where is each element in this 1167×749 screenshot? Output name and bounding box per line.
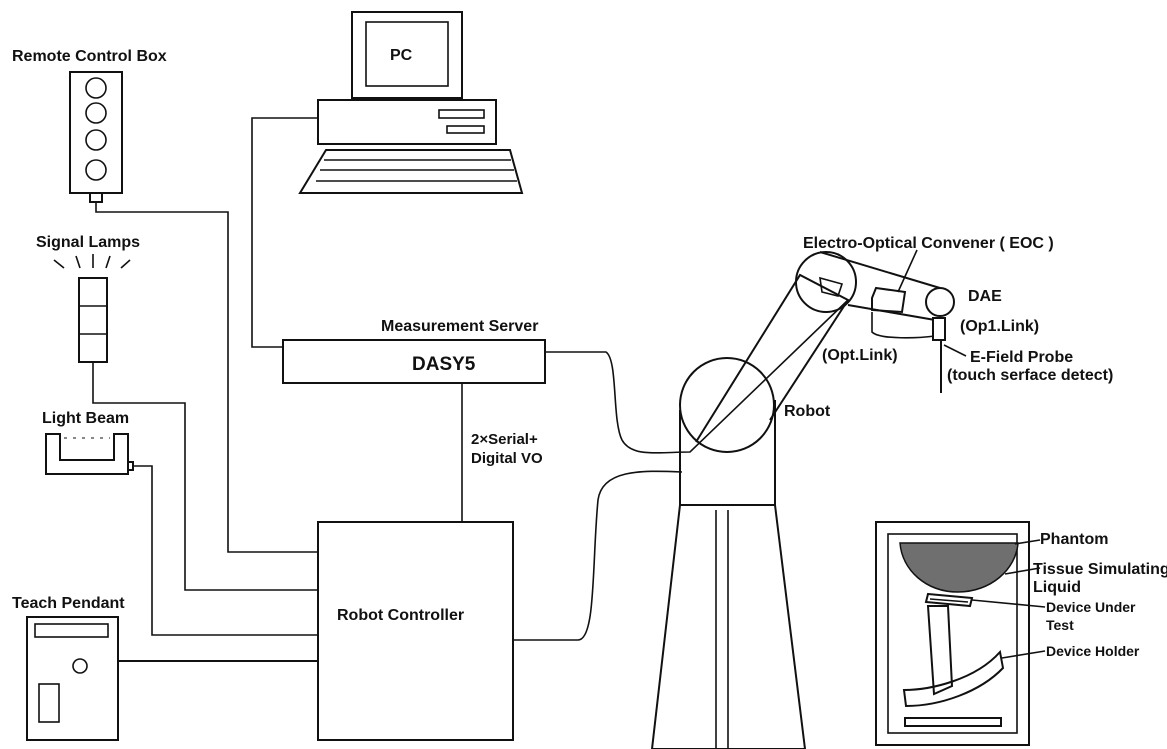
pc-monitor: [351, 11, 463, 99]
wire-controller-to-robot: [513, 470, 683, 641]
remote-button-4: [85, 159, 107, 181]
pc: PC: [298, 11, 524, 194]
light-beam-label: Light Beam: [42, 410, 129, 427]
device-holder-cradle: [902, 649, 1005, 708]
lamp-ray-4: [105, 255, 111, 269]
robot-elbow-joint: [795, 251, 857, 313]
phantom-label: Phantom: [1040, 531, 1108, 548]
pc-drive-1: [438, 109, 485, 119]
light-beam: Light Beam: [42, 410, 134, 475]
connection-wires: [92, 117, 849, 662]
phantom-frame-inner: [887, 533, 1018, 734]
robot-shoulder-joint: [679, 357, 775, 453]
dae-wrist-joint: [925, 287, 955, 317]
remote-button-1: [85, 77, 107, 99]
wire-server-to-robot: [545, 299, 849, 454]
pc-keyboard: [298, 149, 524, 194]
measurement-server-label: Measurement Server: [381, 318, 538, 335]
remote-connector: [89, 192, 103, 203]
phantom-shell: [899, 542, 1019, 593]
lamp-ray-5: [120, 259, 131, 269]
tissue-leader: [1004, 567, 1041, 575]
signal-lamps: Signal Lamps: [36, 234, 140, 363]
holder-base: [904, 717, 1002, 727]
signal-lamps-label: Signal Lamps: [36, 234, 140, 251]
light-beam-connector: [127, 461, 134, 471]
efield-label-line2: (touch serface detect): [947, 367, 1113, 384]
serial-label-line1: 2×Serial+: [471, 431, 538, 448]
robot-controller-label: Robot Controller: [337, 607, 464, 624]
phantom-leader: [1014, 539, 1041, 545]
holder-leader: [1001, 650, 1046, 659]
pendant-key: [38, 683, 60, 723]
robot-upper-arm: [695, 273, 850, 443]
wire-beam-to-controller: [132, 465, 318, 636]
dut-leader: [971, 599, 1046, 608]
op1-link-label: (Op1.Link): [960, 318, 1039, 335]
teach-pendant-label: Teach Pendant: [12, 595, 125, 612]
wire-lamps-to-controller: [92, 362, 318, 591]
dae-label: DAE: [968, 288, 1002, 305]
wire-pc-to-server: [251, 117, 318, 348]
lamp-ray-1: [53, 259, 65, 269]
dut-label-line2: Test: [1046, 617, 1074, 633]
pendant-knob: [72, 658, 88, 674]
device-holder-label: Device Holder: [1046, 643, 1140, 659]
remote-button-3: [85, 129, 107, 151]
device-under-test: [924, 592, 974, 608]
teach-pendant: Teach Pendant: [12, 595, 125, 741]
remote-control-box: Remote Control Box: [12, 48, 167, 203]
remote-button-2: [85, 102, 107, 124]
robot-controller-box: [317, 521, 514, 741]
opt-link-label: (Opt.Link): [822, 347, 898, 364]
eoc-block: [871, 286, 907, 314]
pendant-display: [34, 623, 109, 638]
robot-body: [679, 400, 776, 506]
efield-leader: [943, 344, 967, 357]
pc-screen: [365, 21, 449, 87]
remote-box-body: [69, 71, 123, 194]
eoc-inner: [819, 276, 844, 297]
robot-forearm: [819, 251, 941, 321]
pc-drive-2: [446, 125, 485, 134]
serial-label-line2: Digital VO: [471, 450, 543, 467]
dut-line: [929, 598, 969, 603]
robot-controller: Robot Controller: [317, 521, 514, 741]
probe-mount: [932, 317, 946, 341]
remote-control-box-label: Remote Control Box: [12, 48, 167, 65]
measurement-server: Measurement Server DASY5: [282, 318, 546, 384]
tissue-label-line1: Tissue Simulating: [1033, 561, 1167, 578]
robot-label: Robot: [784, 403, 831, 420]
probe-holder: [871, 312, 936, 339]
server-box: [282, 339, 546, 384]
phantom-setup: [875, 521, 1046, 746]
signal-lamp-stack: [78, 277, 108, 363]
tissue-label-line2: Liquid: [1033, 579, 1081, 596]
dut-label-line1: Device Under: [1046, 599, 1136, 615]
pc-label: PC: [390, 47, 413, 64]
pc-case: [317, 99, 497, 145]
dasy5-label: DASY5: [412, 354, 476, 375]
eoc-label: Electro-Optical Convener ( EOC ): [803, 235, 1054, 252]
device-holder-arm: [926, 605, 954, 696]
efield-label-line1: E-Field Probe: [970, 349, 1073, 366]
robot: [650, 249, 967, 749]
wire-remote-to-controller: [95, 203, 318, 553]
eoc-leader: [897, 249, 918, 293]
lamp-ray-2: [75, 255, 81, 269]
light-beam-frame: [45, 433, 129, 475]
